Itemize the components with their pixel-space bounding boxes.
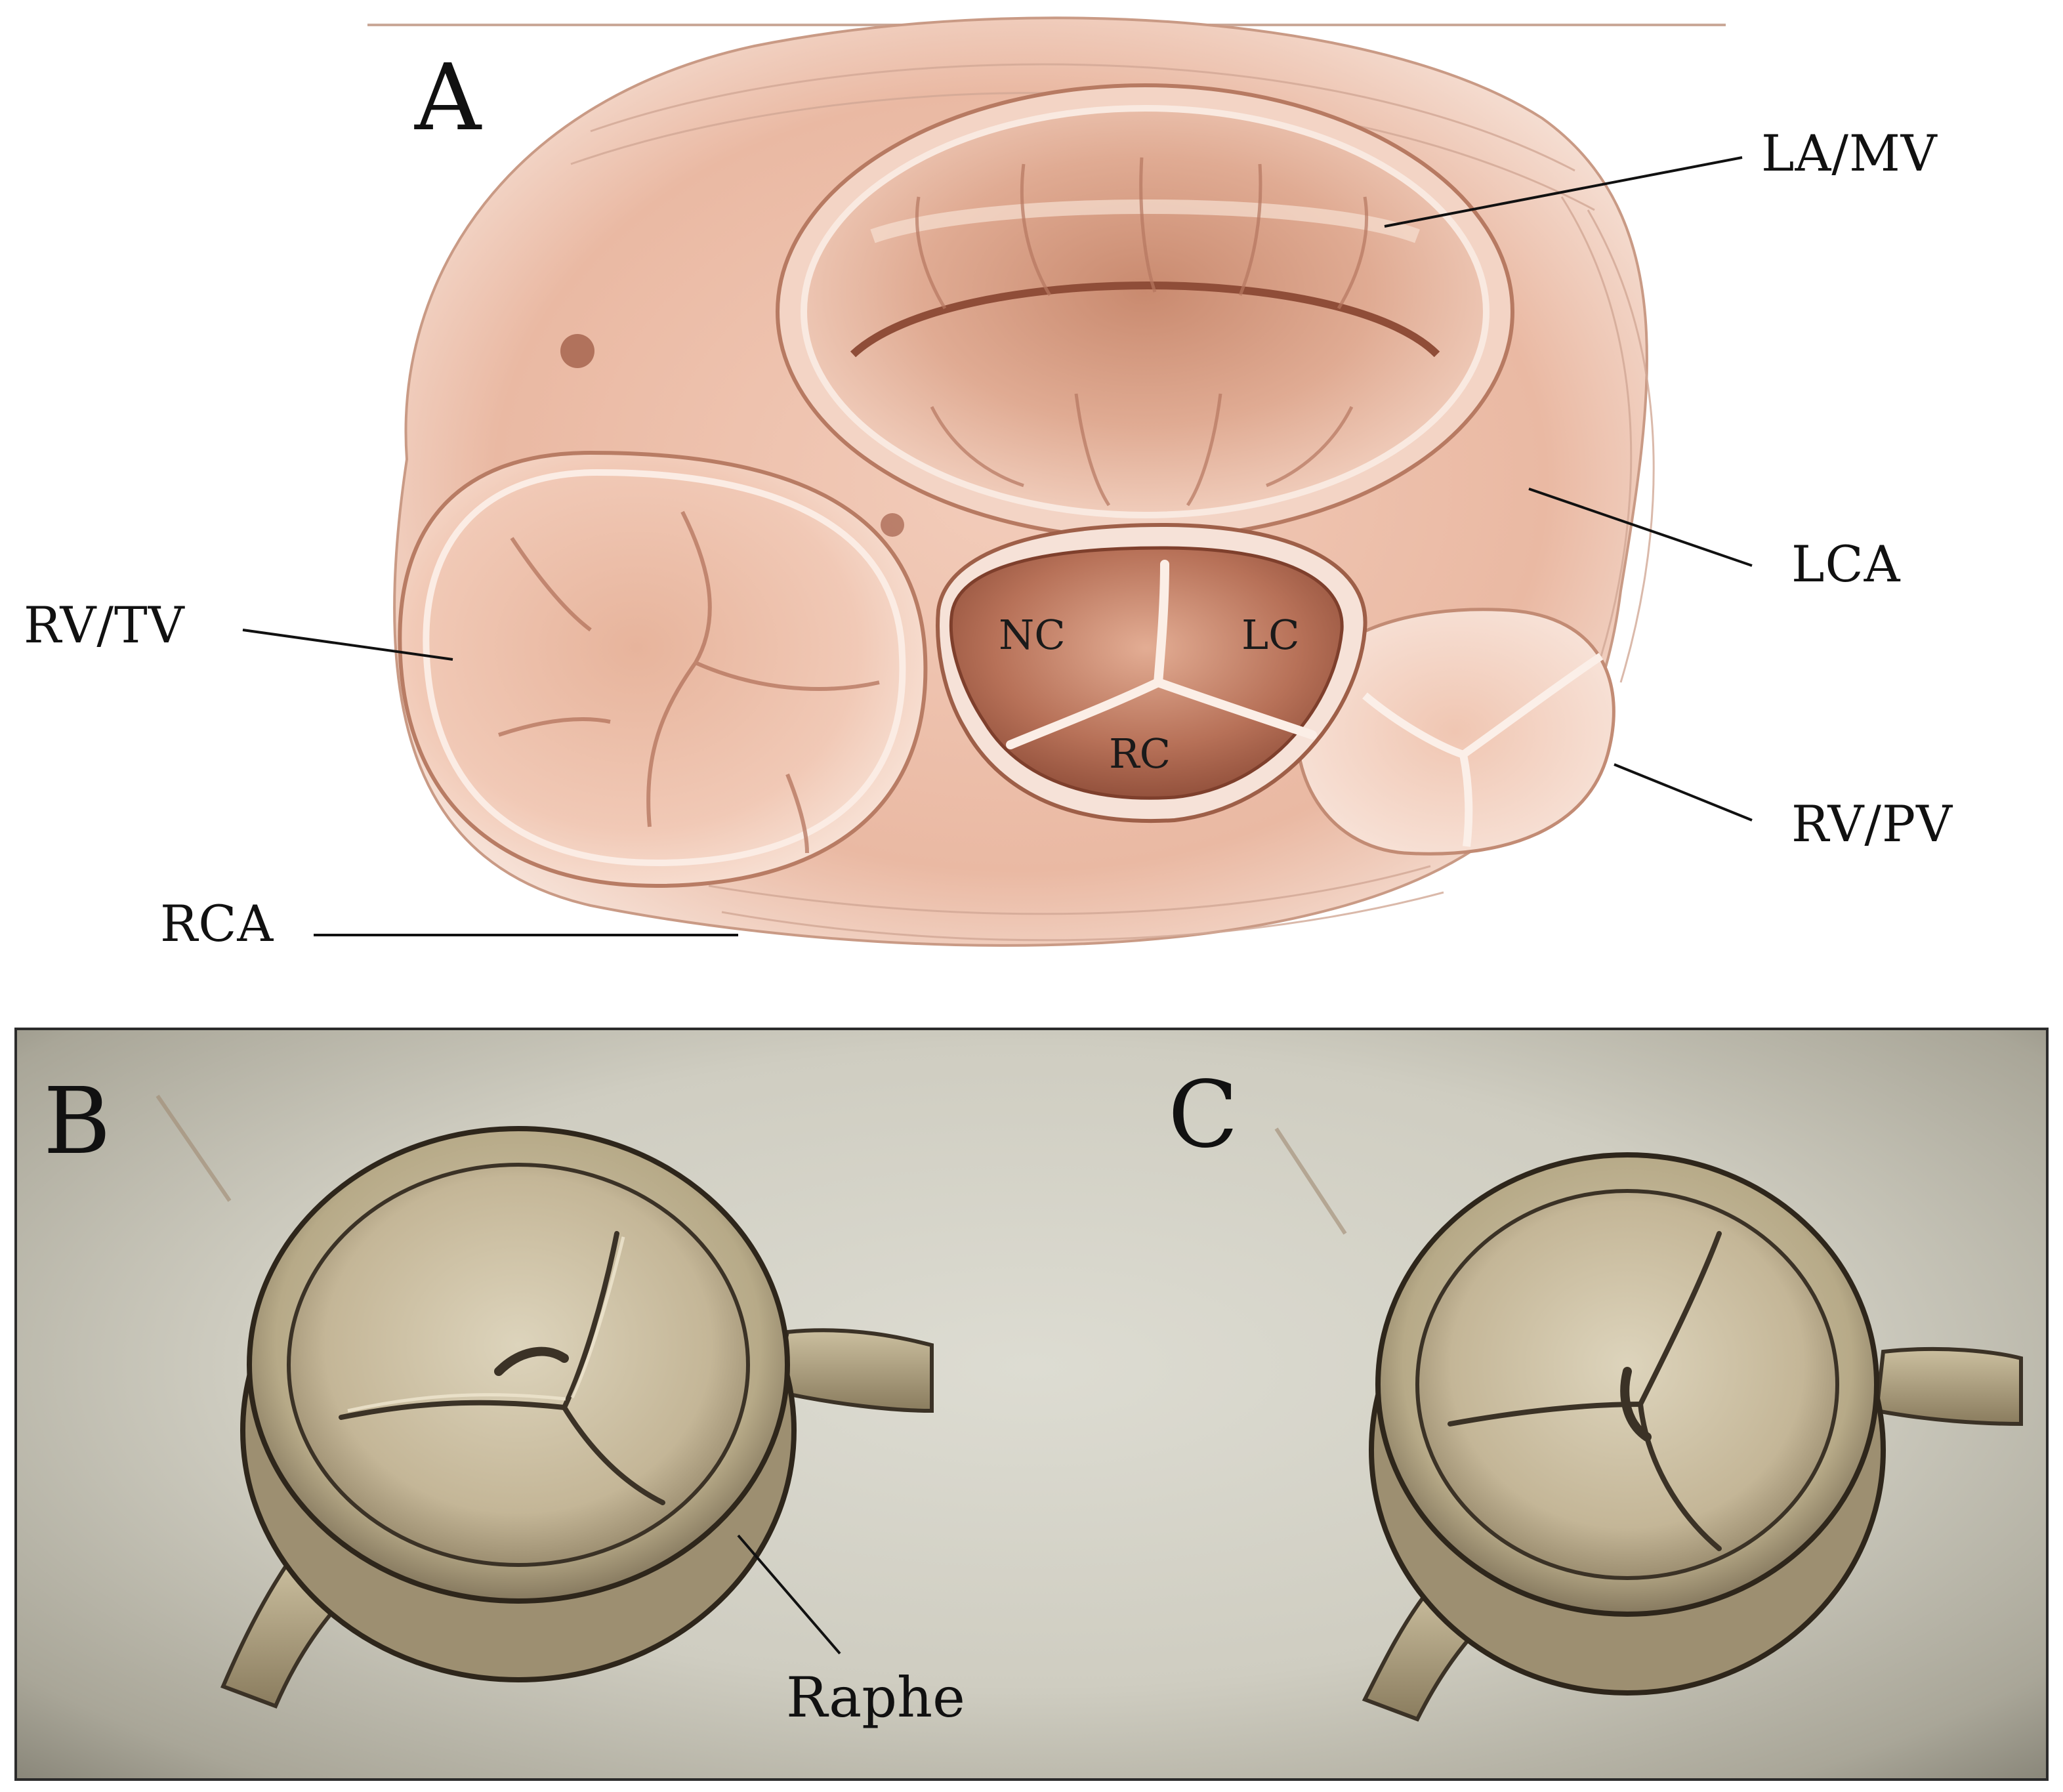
label-lca: LCA: [1791, 535, 1901, 593]
tricuspid-valve: [398, 450, 928, 888]
leader-rv-tv: [242, 629, 453, 661]
label-left-coronary-cusp: LC: [1241, 611, 1300, 659]
panel-c-label: C: [1168, 1062, 1239, 1169]
mitral-valve: [776, 83, 1514, 540]
leader-lca: [1528, 488, 1753, 567]
leader-lines: [242, 156, 1753, 936]
coronary-ostium-small: [881, 513, 904, 537]
fibrous-striations: [570, 63, 1655, 942]
pulmonary-valve: [1295, 608, 1615, 856]
label-non-coronary-cusp: NC: [999, 611, 1066, 659]
label-raphe: Raphe: [786, 1665, 965, 1730]
label-rca: RCA: [160, 894, 274, 953]
panel-bc-frame: [14, 1028, 2049, 1781]
label-rv-tv: RV/TV: [24, 596, 185, 654]
label-la-mv: LA/MV: [1761, 124, 1938, 182]
aortic-valve: [936, 522, 1367, 823]
panel-b-label: B: [43, 1068, 111, 1175]
label-right-coronary-cusp: RC: [1109, 730, 1171, 778]
coronary-ostium: [560, 334, 594, 368]
leader-rv-pv: [1614, 763, 1753, 822]
panel-a-label: A: [415, 45, 482, 152]
panel-a-illustration: [242, 16, 1753, 947]
label-rv-pv: RV/PV: [1791, 795, 1953, 853]
leader-la-mv: [1384, 156, 1743, 228]
